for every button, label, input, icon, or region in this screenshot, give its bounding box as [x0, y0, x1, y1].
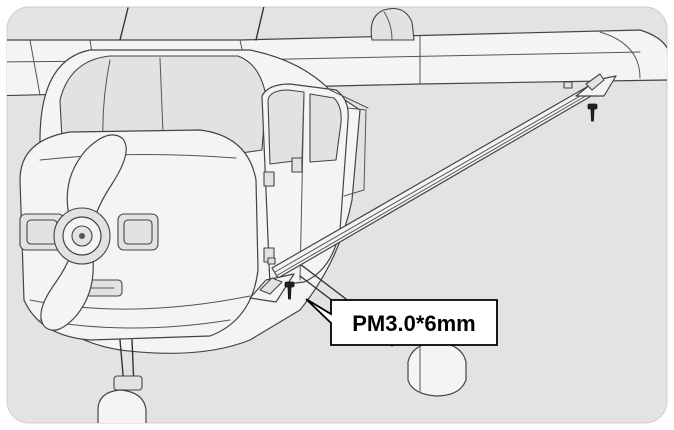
wing-strut [271, 83, 599, 279]
propeller [40, 134, 127, 331]
upper-strut-bracket [563, 73, 617, 97]
lower-strut-bracket [249, 257, 295, 303]
screw-icon [284, 281, 295, 300]
callout-label: PM3.0*6mm [352, 311, 476, 336]
landing-gear [97, 263, 467, 423]
screw-icon [587, 103, 598, 122]
fastener-callout: PM3.0*6mm [305, 298, 498, 346]
callout-box [305, 298, 498, 346]
antennas [119, 7, 265, 41]
tail-fin [370, 7, 415, 41]
